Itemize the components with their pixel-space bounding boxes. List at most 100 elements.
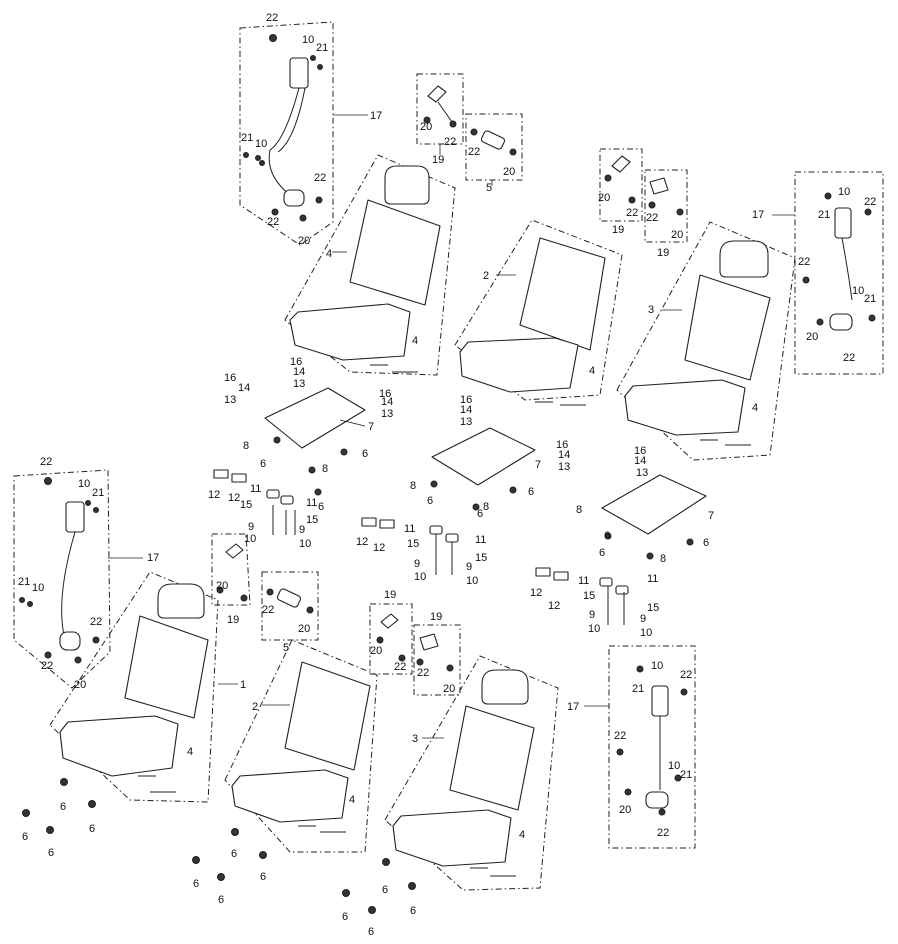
callout-label: 20: [598, 192, 610, 204]
callout-label: 14: [381, 396, 393, 408]
callout-label: 6: [382, 884, 388, 896]
callout-label: 10: [852, 285, 864, 297]
callout-label: 19: [430, 611, 442, 623]
callout-label: 13: [460, 416, 472, 428]
loose-bolts: [22, 778, 416, 914]
callout-label: 22: [444, 136, 456, 148]
callout-label: 9: [640, 613, 646, 625]
callout-label: 6: [528, 486, 534, 498]
callout-label: 6: [231, 848, 237, 860]
callout-label: 16: [290, 356, 302, 368]
seat-belt-assembly-top-right: [772, 171, 884, 375]
buckle-group-top-center: [416, 73, 464, 155]
callout-label: 20: [420, 121, 432, 133]
callout-label: 9: [414, 558, 420, 570]
callout-label: 14: [238, 382, 250, 394]
callout-label: 20: [74, 679, 86, 691]
callout-label: 13: [558, 461, 570, 473]
callout-label: 21: [241, 132, 253, 144]
callout-label: 4: [349, 794, 355, 806]
callout-label: 6: [362, 448, 368, 460]
callout-label: 17: [147, 552, 159, 564]
callout-label: 15: [647, 602, 659, 614]
callout-label: 6: [22, 831, 28, 843]
callout-label: 16: [460, 394, 472, 406]
callout-label: 22: [394, 661, 406, 673]
callout-label: 22: [864, 196, 876, 208]
callout-label: 17: [567, 701, 579, 713]
callout-label: 21: [18, 576, 30, 588]
callout-label: 21: [632, 683, 644, 695]
callout-label: 20: [370, 645, 382, 657]
callout-label: 16: [224, 372, 236, 384]
belt-retractor: [243, 34, 323, 222]
callout-label: 15: [475, 552, 487, 564]
callout-label: 5: [486, 182, 492, 194]
callout-label: 12: [373, 542, 385, 554]
callout-label: 6: [368, 926, 374, 938]
callout-label: 16: [379, 388, 391, 400]
callout-label: 19: [227, 614, 239, 626]
callout-label: 20: [619, 804, 631, 816]
callout-label: 13: [636, 467, 648, 479]
callout-label: 22: [314, 172, 326, 184]
buckle-group-bottom-left-2: [261, 571, 319, 641]
seat-belt-assembly-bottom-right: [584, 645, 696, 849]
callout-label: 5: [283, 642, 289, 654]
callout-label: 20: [298, 235, 310, 247]
callout-label: 10: [838, 186, 850, 198]
callout-label: 10: [255, 138, 267, 150]
callout-label: 6: [477, 508, 483, 520]
seat-assembly-bottom-left: [49, 571, 238, 803]
callout-label: 12: [548, 600, 560, 612]
callout-label: 11: [475, 534, 486, 546]
callout-label: 14: [460, 404, 472, 416]
buckle-group-top-right: [599, 148, 643, 222]
callout-label: 14: [558, 449, 570, 461]
callout-label: 22: [626, 207, 638, 219]
callout-label: 13: [381, 408, 393, 420]
callout-label: 10: [588, 623, 600, 635]
callout-label: 10: [466, 575, 478, 587]
callout-label: 20: [443, 683, 455, 695]
buckle-group-bottom-center: [369, 603, 413, 675]
callout-label: 8: [322, 463, 328, 475]
buckle-group-bottom-left: [211, 533, 251, 606]
callout-label: 20: [503, 166, 515, 178]
callout-label: 4: [412, 335, 418, 347]
callout-label: 15: [583, 590, 595, 602]
callout-label: 9: [299, 524, 305, 536]
callout-label: 20: [298, 623, 310, 635]
clip-pair-right: [535, 567, 569, 581]
callout-label: 6: [260, 871, 266, 883]
callout-label: 22: [40, 456, 52, 468]
callout-label: 10: [640, 627, 652, 639]
callout-label: 8: [243, 440, 249, 452]
callout-label: 19: [384, 589, 396, 601]
callout-label: 22: [798, 256, 810, 268]
callout-label: 14: [634, 455, 646, 467]
seat-frame-center: [429, 427, 536, 575]
callout-label: 7: [708, 510, 714, 522]
callout-label: 21: [92, 487, 104, 499]
callout-label: 22: [90, 616, 102, 628]
seat-assembly-top-left: [284, 154, 456, 376]
callout-label: 22: [468, 146, 480, 158]
buckle-group-top-center-2: [465, 113, 523, 186]
callout-label: 1: [240, 679, 246, 691]
callout-label: 22: [266, 12, 278, 24]
callout-label: 2: [483, 270, 489, 282]
callout-label: 17: [370, 110, 382, 122]
callout-label: 6: [703, 537, 709, 549]
callout-label: 4: [187, 746, 193, 758]
callout-label: 10: [668, 760, 680, 772]
buckle-group-top-right-2: [644, 169, 688, 243]
callout-label: 6: [89, 823, 95, 835]
callout-label: 11: [578, 575, 589, 587]
callout-label: 22: [657, 827, 669, 839]
callout-label: 6: [599, 547, 605, 559]
callout-label: 10: [78, 478, 90, 490]
callout-label: 15: [240, 499, 252, 511]
callout-label: 19: [657, 247, 669, 259]
